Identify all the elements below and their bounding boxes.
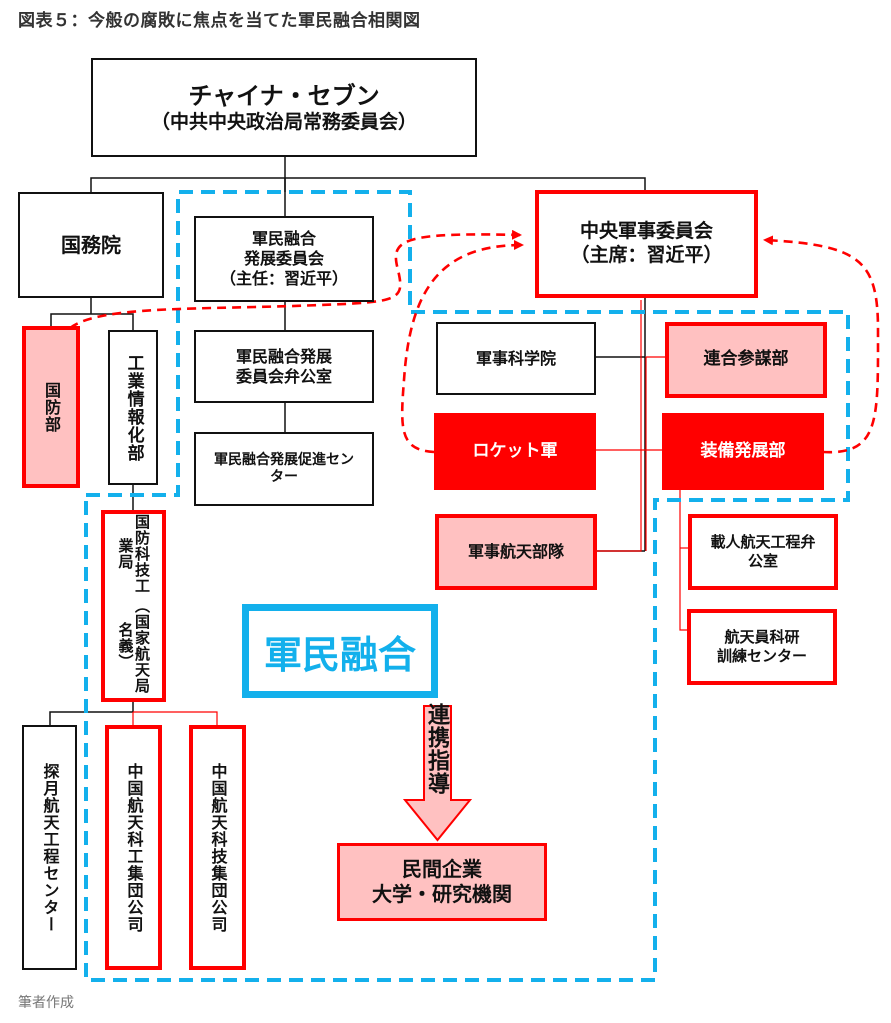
manned-space-box: 載人航天工程弁 公室 xyxy=(688,514,838,590)
cmc-line2: （主席：習近平） xyxy=(570,244,723,266)
casc-box: 中国航天科工集団公司 xyxy=(105,725,162,970)
china-seven-title: チャイナ・セブン xyxy=(188,81,380,110)
aerospace-force-box: 軍事航天部隊 xyxy=(435,514,597,590)
cmf-commission-line3: （主任：習近平） xyxy=(219,269,348,288)
miit-box: 工業情報化部 xyxy=(108,330,158,485)
cmc-box: 中央軍事委員会 （主席：習近平） xyxy=(535,190,758,298)
rocket-force-box: ロケット軍 xyxy=(434,413,596,490)
private-sector-line2: 大学・研究機関 xyxy=(372,882,512,906)
coordination-arrow xyxy=(402,705,473,842)
cmf-office-line2: 委員会弁公室 xyxy=(235,366,332,386)
equipment-dev-box: 装備発展部 xyxy=(662,413,824,490)
cmf-center-line1: 軍民融合発展促進セン xyxy=(214,451,354,468)
manned-space-line2: 公室 xyxy=(747,552,778,570)
line-top-branch xyxy=(90,177,646,192)
astronaut-center-box: 航天員科研 訓練センター xyxy=(687,609,837,685)
private-sector-box: 民間企業 大学・研究機関 xyxy=(337,843,547,921)
red-connectors xyxy=(132,300,690,726)
rocket-force-label: ロケット軍 xyxy=(472,440,558,461)
military-science-label: 軍事科学院 xyxy=(475,348,556,368)
cmf-center-box: 軍民融合発展促進セン ター xyxy=(194,432,374,506)
civil-military-fusion-label: 軍民融合 xyxy=(242,604,438,698)
cmc-line1: 中央軍事委員会 xyxy=(579,220,713,243)
joint-staff-label: 連合参謀部 xyxy=(703,349,789,370)
lunar-center-label: 探月航天工程センター xyxy=(40,762,60,933)
figure-title: 図表５：今般の腐敗に焦点を当てた軍民融合相関図 xyxy=(18,11,421,31)
joint-staff-box: 連合参謀部 xyxy=(665,322,827,398)
state-council-label: 国務院 xyxy=(61,232,121,257)
casic-box: 中国航天科技集団公司 xyxy=(189,725,246,970)
china-seven-subtitle: （中共中央政治局常務委員会） xyxy=(150,110,417,133)
cmf-commission-line2: 発展委員会 xyxy=(243,249,324,268)
cmf-commission-box: 軍民融合 発展委員会 （主任：習近平） xyxy=(194,216,374,302)
corruption-dashed-links xyxy=(69,229,880,454)
link-equipment-to-cmc xyxy=(763,235,880,454)
cmf-office-box: 軍民融合発展 委員会弁公室 xyxy=(194,330,374,403)
cmf-office-line1: 軍民融合発展 xyxy=(235,346,332,366)
china-seven-box: チャイナ・セブン （中共中央政治局常務委員会） xyxy=(91,58,477,157)
link-mod-to-cmc xyxy=(69,229,522,330)
black-connectors xyxy=(49,155,646,726)
mod-box: 国防部 xyxy=(22,326,80,488)
aerospace-force-label: 軍事航天部隊 xyxy=(467,542,564,561)
link-rocket-to-cmc xyxy=(400,240,524,454)
mod-label: 国防部 xyxy=(42,381,61,433)
astronaut-center-line2: 訓練センター xyxy=(716,647,807,665)
casc-label: 中国航天科工集団公司 xyxy=(124,762,144,933)
sastind-box: 国防科技工業局 （国家航天局名義） xyxy=(101,510,166,702)
miit-label: 工業情報化部 xyxy=(123,353,144,462)
sastind-col2: （国家航天局名義） xyxy=(116,598,152,695)
manned-space-line1: 載人航天工程弁 xyxy=(710,533,816,552)
military-science-box: 軍事科学院 xyxy=(436,322,596,395)
cmf-commission-line1: 軍民融合 xyxy=(251,229,316,248)
equipment-dev-label: 装備発展部 xyxy=(700,440,786,461)
casic-label: 中国航天科技集団公司 xyxy=(208,762,228,933)
cmf-center-line2: ター xyxy=(270,469,298,485)
lunar-center-box: 探月航天工程センター xyxy=(22,725,77,970)
fusion-dashed-region xyxy=(84,190,850,982)
astronaut-center-line1: 航天員科研 xyxy=(724,628,800,647)
sastind-col1: 国防科技工業局 xyxy=(116,514,152,595)
coordination-guidance-label: 連携指導 xyxy=(424,703,449,795)
source-credit: 筆者作成 xyxy=(18,995,74,1011)
state-council-box: 国務院 xyxy=(18,192,164,298)
private-sector-line1: 民間企業 xyxy=(402,857,482,881)
